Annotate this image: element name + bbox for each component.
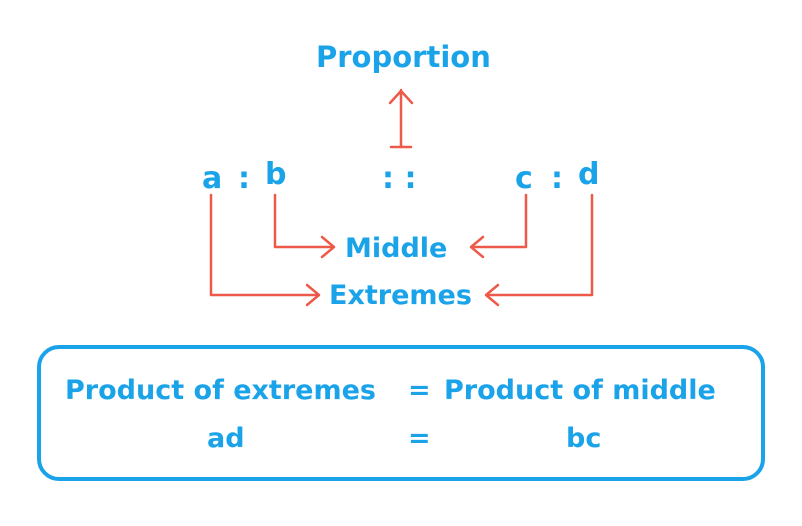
equals-sign: =	[408, 375, 431, 406]
proportion-arrow	[388, 88, 414, 149]
a-to-extremes-arrow	[209, 193, 321, 307]
product-of-middle-label: Product of middle	[444, 375, 716, 406]
middle-product-value: bc	[566, 423, 602, 454]
colon-right: :	[551, 161, 563, 196]
extremes-product-value: ad	[207, 423, 245, 454]
b-to-middle-arrow	[273, 193, 336, 259]
term-d: d	[578, 157, 600, 192]
middle-label: Middle	[345, 233, 448, 264]
colon-left: :	[238, 161, 250, 196]
extremes-label: Extremes	[329, 280, 472, 311]
title: Proportion	[316, 40, 491, 74]
d-to-extremes-arrow	[484, 193, 594, 307]
term-c: c	[515, 161, 533, 196]
term-a: a	[202, 161, 223, 196]
proportion-symbol: : :	[382, 161, 417, 196]
c-to-middle-arrow	[469, 193, 528, 259]
equals-sign-2: =	[408, 423, 431, 454]
term-b: b	[265, 157, 287, 192]
rule-box	[37, 345, 765, 481]
product-of-extremes-label: Product of extremes	[65, 375, 376, 406]
